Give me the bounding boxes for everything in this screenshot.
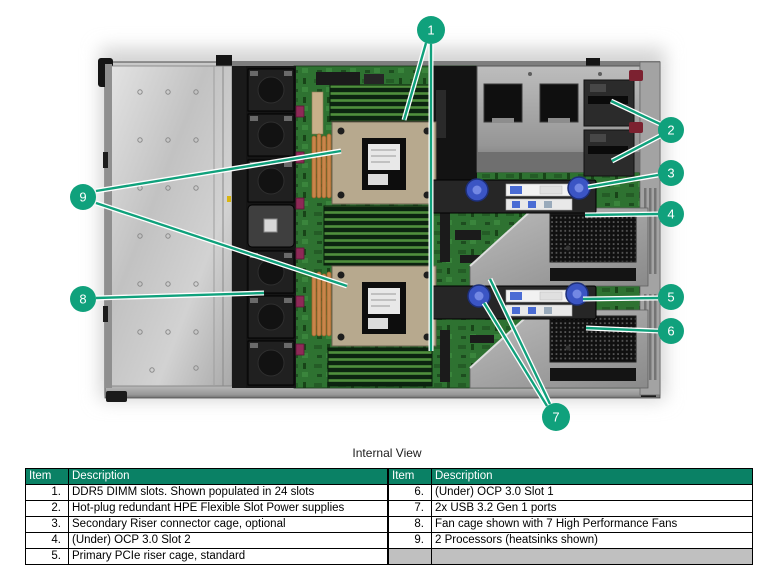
item-number: 6.: [388, 484, 432, 501]
riser-mesh-1: [549, 213, 637, 263]
table-row: 8.Fan cage shown with 7 High Performance…: [388, 516, 753, 533]
item-description: 2x USB 3.2 Gen 1 ports: [431, 500, 753, 517]
power-supply-1: [583, 79, 635, 127]
table-header-row: Item Description: [25, 468, 388, 485]
table-row: 2.Hot-plug redundant HPE Flexible Slot P…: [25, 500, 388, 517]
heat-pipes-cpu2: [311, 271, 332, 337]
callout-1: 1: [401, 16, 445, 351]
table-row: 1.DDR5 DIMM slots. Shown populated in 24…: [25, 484, 388, 501]
figure-caption: Internal View: [352, 446, 422, 460]
item-number: 3.: [25, 516, 69, 533]
item-description: 2 Processors (heatsinks shown): [431, 532, 753, 549]
callout-6: 6: [585, 318, 684, 344]
dimm-bank-bottom: [327, 347, 433, 387]
dimm-bank-middle: [323, 205, 433, 266]
heatsink-cpu1: [331, 121, 437, 205]
item-number: 1.: [25, 484, 69, 501]
table-row: 9.2 Processors (heatsinks shown): [388, 532, 753, 549]
item-number: 4.: [25, 532, 69, 549]
callout-4-number: 4: [667, 207, 674, 222]
item-number: 8.: [388, 516, 432, 533]
item-number: 9.: [388, 532, 432, 549]
riser-mesh-2: [549, 315, 637, 363]
callout-1-number: 1: [427, 23, 434, 38]
col-header-item: Item: [25, 468, 69, 485]
callout-5: 5: [582, 284, 684, 310]
fan-module-highlight: [247, 204, 295, 248]
callout-9: 9: [70, 148, 348, 289]
yellow-marker: [227, 196, 231, 202]
psu-latch-red-1: [629, 70, 643, 81]
item-description: Hot-plug redundant HPE Flexible Slot Pow…: [68, 500, 388, 517]
table-row: 3.Secondary Riser connector cage, option…: [25, 516, 388, 533]
psu-latch-red-2: [629, 122, 643, 133]
col-header-description: Description: [431, 468, 753, 485]
callout-3: 3: [587, 160, 684, 190]
item-description: Primary PCIe riser cage, standard: [68, 548, 388, 565]
power-supply-cage: [476, 65, 641, 177]
callout-6-number: 6: [667, 324, 674, 339]
legend-tables: Item Description 1.DDR5 DIMM slots. Show…: [25, 468, 753, 565]
empty-cell: [431, 548, 753, 565]
table-row: 6.(Under) OCP 3.0 Slot 1: [388, 484, 753, 501]
fan-cage: [227, 66, 305, 388]
col-header-description: Description: [68, 468, 388, 485]
legend-table-right: Item Description 6.(Under) OCP 3.0 Slot …: [388, 468, 753, 565]
callout-2-number: 2: [667, 123, 674, 138]
item-description: Secondary Riser connector cage, optional: [68, 516, 388, 533]
item-number: 2.: [25, 500, 69, 517]
page: 1 2 3 4 5 6: [25, 16, 753, 565]
col-header-item: Item: [388, 468, 432, 485]
item-number: 7.: [388, 500, 432, 517]
top-latch-nub: [216, 55, 232, 66]
table-header-row: Item Description: [388, 468, 753, 485]
item-description: (Under) OCP 3.0 Slot 2: [68, 532, 388, 549]
callout-8: 8: [70, 286, 265, 312]
callout-9-number: 9: [79, 190, 86, 205]
primary-riser-connector: [431, 282, 597, 320]
bottom-left-foot: [106, 391, 127, 402]
callout-8-number: 8: [79, 292, 86, 307]
callout-4: 4: [584, 201, 684, 227]
callouts: 1 2 3 4 5 6: [70, 16, 684, 431]
fan-modules: [247, 68, 295, 386]
item-description: Fan cage shown with 7 High Performance F…: [431, 516, 753, 533]
legend-table-left: Item Description 1.DDR5 DIMM slots. Show…: [25, 468, 388, 565]
callout-7-number: 7: [552, 410, 559, 425]
item-number: 5.: [25, 548, 69, 565]
item-description: DDR5 DIMM slots. Shown populated in 24 s…: [68, 484, 388, 501]
psu-cutout-1: [483, 83, 523, 123]
table-row: 4.(Under) OCP 3.0 Slot 2: [25, 532, 388, 549]
dimm-banks: [323, 84, 433, 387]
top-connectors: [311, 66, 477, 184]
callout-5-number: 5: [667, 290, 674, 305]
heatsink-cpu2: [331, 265, 437, 347]
psu-cutout-2: [539, 83, 579, 123]
secondary-riser-connector: [431, 176, 597, 214]
server-internal-view-figure: 1 2 3 4 5 6: [70, 16, 684, 431]
secondary-riser-cage: [469, 207, 649, 287]
callout-3-number: 3: [667, 166, 674, 181]
item-description: (Under) OCP 3.0 Slot 1: [431, 484, 753, 501]
table-row-empty: [388, 548, 753, 565]
empty-cell: [388, 548, 432, 565]
table-row: 7.2x USB 3.2 Gen 1 ports: [388, 500, 753, 517]
table-row: 5.Primary PCIe riser cage, standard: [25, 548, 388, 565]
callout-7: 7: [481, 277, 570, 431]
callout-2: 2: [609, 98, 684, 164]
